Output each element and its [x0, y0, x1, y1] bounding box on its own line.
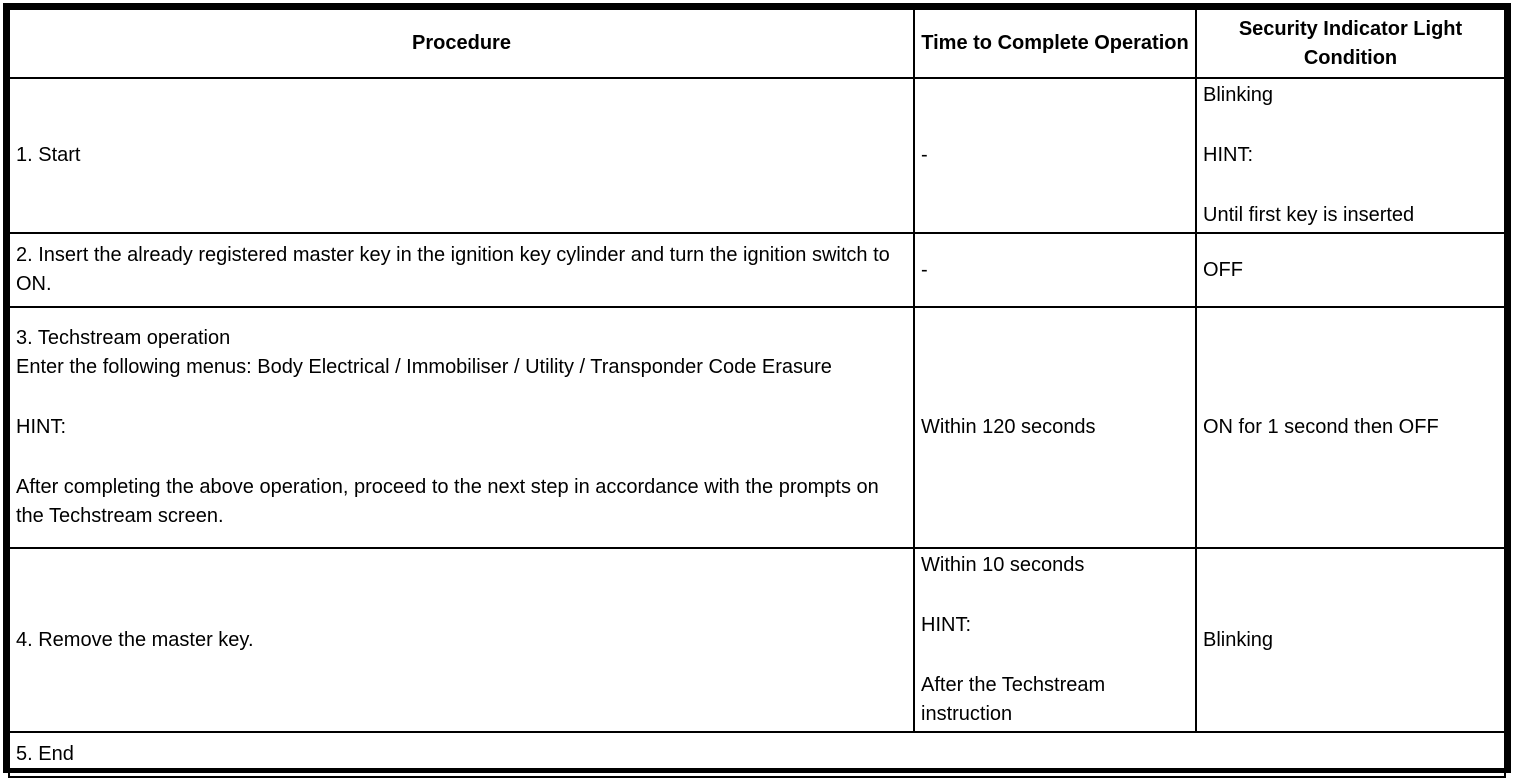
table-row-step3: 3. Techstream operation Enter the follow… [8, 306, 1506, 549]
step4-time-line1: Within 10 seconds [921, 554, 1085, 576]
step5-procedure-cell: 5. End [8, 731, 1506, 778]
step3-procedure-line2: Enter the following menus: Body Electric… [16, 356, 832, 378]
step3-light-cell: ON for 1 second then OFF [1195, 306, 1506, 549]
header-cell-procedure: Procedure [8, 8, 915, 79]
step1-light-line1: Blinking [1203, 84, 1274, 106]
step2-procedure-cell: 2. Insert the already registered master … [8, 232, 915, 308]
table-row-step4: 4. Remove the master key. Within 10 seco… [8, 547, 1506, 733]
step1-light-cell: Blinking HINT: Until first key is insert… [1195, 77, 1506, 234]
header-cell-light: Security Indicator Light Condition [1195, 8, 1506, 79]
step2-procedure-text: 2. Insert the already registered master … [16, 244, 890, 295]
step1-time-cell: - [913, 77, 1197, 234]
procedure-table-container: Procedure Time to Complete Operation Sec… [3, 3, 1511, 778]
header-cell-time: Time to Complete Operation [913, 8, 1197, 79]
step5-procedure-text: 5. End [16, 743, 74, 765]
step2-light-cell: OFF [1195, 232, 1506, 308]
step3-procedure-line3: HINT: [16, 416, 66, 438]
step2-time-text: - [921, 258, 928, 281]
step4-time-line3: After the Techstream instruction [921, 674, 1106, 725]
step2-time-cell: - [913, 232, 1197, 308]
step4-time-cell: Within 10 seconds HINT: After the Techst… [913, 547, 1197, 733]
step4-light-cell: Blinking [1195, 547, 1506, 733]
step1-procedure-text: 1. Start [16, 144, 81, 166]
step4-time-line2: HINT: [921, 614, 971, 636]
procedure-table: Procedure Time to Complete Operation Sec… [8, 8, 1506, 778]
step1-light-line3: Until first key is inserted [1203, 204, 1415, 226]
table-row-step1: 1. Start - Blinking HINT: Until first ke… [8, 77, 1506, 234]
step1-time-text: - [921, 144, 928, 166]
table-row-step5: 5. End [8, 731, 1506, 778]
step4-light-text: Blinking [1203, 628, 1274, 651]
step4-procedure-text: 4. Remove the master key. [16, 628, 254, 651]
step3-procedure-cell: 3. Techstream operation Enter the follow… [8, 306, 915, 549]
table-header-row: Procedure Time to Complete Operation Sec… [8, 8, 1506, 79]
step2-light-text: OFF [1203, 258, 1243, 281]
step3-time-cell: Within 120 seconds [913, 306, 1197, 549]
step3-procedure-line4: After completing the above operation, pr… [16, 476, 879, 527]
step1-procedure-cell: 1. Start [8, 77, 915, 234]
step3-time-text: Within 120 seconds [921, 416, 1096, 438]
step1-light-line2: HINT: [1203, 144, 1253, 166]
step4-procedure-cell: 4. Remove the master key. [8, 547, 915, 733]
step3-light-text: ON for 1 second then OFF [1203, 416, 1439, 438]
table-row-step2: 2. Insert the already registered master … [8, 232, 1506, 308]
step3-procedure-line1: 3. Techstream operation [16, 327, 231, 349]
